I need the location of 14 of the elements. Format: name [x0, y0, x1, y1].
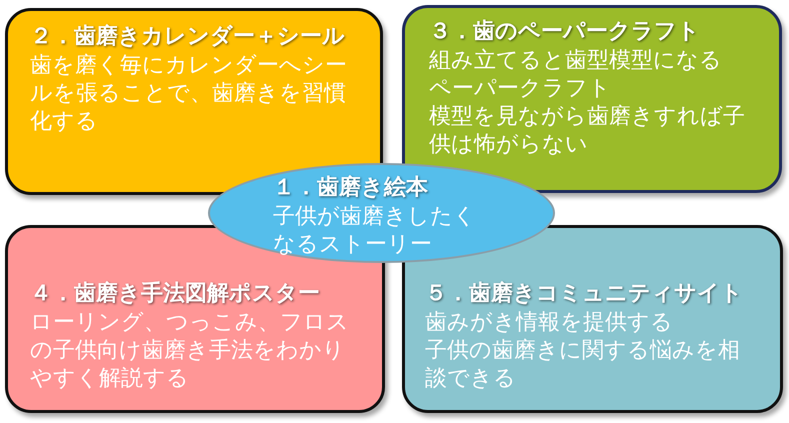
heading: ４．歯磨き手法図解ポスター — [30, 280, 320, 308]
heading: １．歯磨き絵本 — [273, 174, 428, 202]
rounded-box — [402, 225, 783, 413]
description: ローリング、つっこみ、フロスの子供向け歯磨き手法をわかりやすく解説する — [30, 309, 350, 393]
description: 子供の歯磨きに関する悩みを相談できる — [425, 337, 741, 393]
description: 模型を見ながら歯磨きすれば子供は怖がらない — [429, 103, 746, 159]
description: 子供が歯磨きしたくなるストーリー — [273, 203, 477, 259]
description: 組み立てると歯型模型になるペーパークラフト — [429, 47, 723, 103]
heading: ２．歯磨きカレンダー＋シール — [30, 23, 345, 51]
rounded-box — [5, 225, 385, 413]
description: 歯を磨く毎にカレンダーへシールを張ることで、歯磨きを習慣化する — [30, 52, 348, 136]
heading: ３．歯のペーパークラフト — [429, 18, 700, 46]
heading: ５．歯磨きコミュニティサイト — [425, 280, 743, 308]
description: 歯みがき情報を提供する — [425, 309, 673, 337]
